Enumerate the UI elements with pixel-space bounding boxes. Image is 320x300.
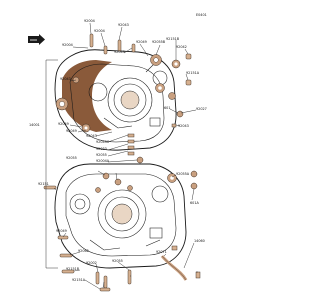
callout-92049-lower: 92049 <box>66 129 77 133</box>
assembly-bracket <box>45 59 58 269</box>
callout-92151b-bottom: 92151B <box>66 267 80 271</box>
callout-92151a-bottom: 92151A <box>72 278 86 282</box>
callout-92004-left: 92004 <box>62 43 73 47</box>
callout-92055-left: 92055 <box>66 156 77 160</box>
callout-601: 601 <box>164 106 170 110</box>
callout-92151b-top: 92151B <box>166 37 180 41</box>
callout-92049-bottom: 92049 <box>56 229 67 233</box>
upper-parts <box>55 33 192 164</box>
callout-92004-second: 92004 <box>94 29 105 33</box>
callout-14001: 14001 <box>29 123 40 127</box>
callout-92033: 92033 <box>96 147 107 151</box>
callout-92042-top: 92042 <box>176 45 187 49</box>
callout-92043c: 92043C <box>96 140 110 144</box>
callout-92004-top: 92004 <box>84 19 95 23</box>
callout-92002: 92002 <box>86 261 97 265</box>
callout-92049-left: 92049 <box>58 122 69 126</box>
callout-14060: 14060 <box>194 239 205 243</box>
callout-labels: 92004 92004 92043 92004 92043 92049 9205… <box>29 19 207 282</box>
callout-92049-top: 92049 <box>136 40 147 44</box>
callout-92055-center: 92055 <box>96 153 107 157</box>
front-arrow-icon <box>28 34 45 45</box>
callout-92151: 92151 <box>38 182 49 186</box>
callout-92043-right: 92043 <box>178 124 189 128</box>
callout-92043-left: 92043 <box>60 77 71 81</box>
callout-92055a: 92055A <box>176 172 190 176</box>
callout-92151a: 92151A <box>186 71 200 75</box>
callout-92055b: 92055B <box>152 40 166 44</box>
callout-92043-top: 92043 <box>118 23 129 27</box>
callout-92071: 92071 <box>156 250 167 254</box>
lower-crankcase-half <box>54 163 187 269</box>
callout-92043-mid: 92043 <box>114 50 125 54</box>
callout-92004a: 92004A <box>96 159 110 163</box>
callout-601a: 601A <box>190 201 199 205</box>
callout-92043-center: 92043 <box>86 134 97 138</box>
exploded-crankcase-diagram: E0401 <box>28 13 207 292</box>
callout-92062: 92062 <box>78 249 89 253</box>
diagram-code: E0401 <box>196 13 207 17</box>
callout-92027: 92027 <box>196 107 207 111</box>
leader-lines <box>53 22 198 290</box>
callout-92055-bottom: 92055 <box>112 259 123 263</box>
